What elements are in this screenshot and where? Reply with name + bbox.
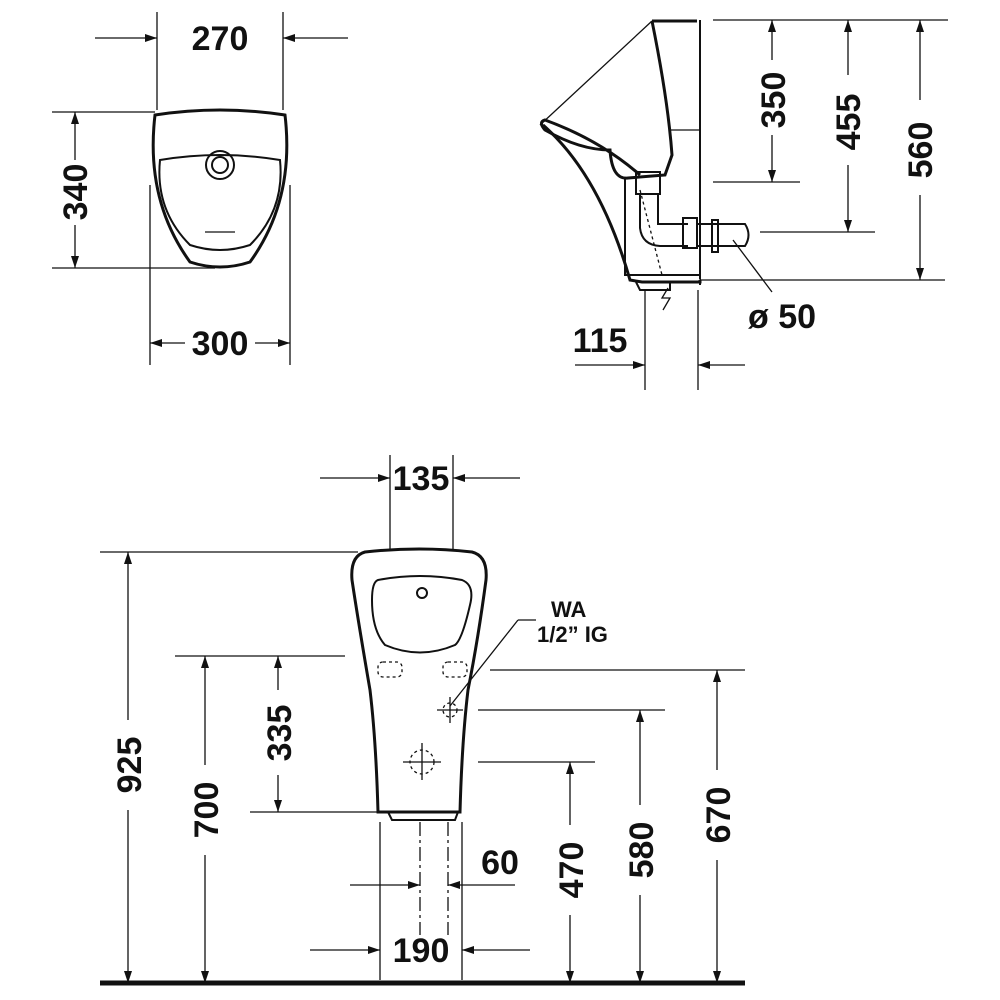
wa-size-label: 1/2” IG bbox=[537, 622, 608, 647]
leader-line bbox=[732, 239, 773, 293]
urinal-front-outline bbox=[350, 547, 488, 814]
urinal-side-outline bbox=[540, 19, 697, 180]
dim-115: 115 bbox=[573, 322, 628, 360]
side-view: 350 455 560 ø 50 115 bbox=[539, 19, 948, 390]
dim-335: 335 bbox=[261, 705, 299, 762]
leader-line bbox=[449, 619, 519, 707]
dim-190: 190 bbox=[393, 932, 450, 970]
dim-670: 670 bbox=[700, 787, 738, 844]
dim-455: 455 bbox=[830, 94, 868, 151]
dim-270: 270 bbox=[192, 20, 249, 58]
pipe-coupling bbox=[682, 217, 698, 249]
dim-700: 700 bbox=[188, 782, 226, 839]
pipe-ring bbox=[711, 219, 719, 253]
dim-300: 300 bbox=[192, 325, 249, 363]
foot-outline bbox=[624, 178, 700, 276]
dim-135: 135 bbox=[393, 460, 450, 498]
urinal-front-profile bbox=[542, 123, 702, 284]
fixing-point bbox=[377, 661, 403, 678]
break-symbol bbox=[660, 287, 672, 311]
base-plate bbox=[387, 811, 459, 821]
dim-580: 580 bbox=[623, 822, 661, 879]
outlet-circle bbox=[205, 150, 235, 180]
bowl-outline bbox=[370, 575, 473, 654]
dim-60: 60 bbox=[481, 844, 519, 882]
spray-nozzle bbox=[416, 587, 428, 599]
dim-diameter-50: ø 50 bbox=[748, 298, 816, 336]
front-view: WA 1/2” IG 135 925 700 335 670 580 470 6… bbox=[100, 455, 745, 986]
rim-line bbox=[539, 20, 653, 126]
trap-top bbox=[635, 171, 661, 195]
fixing-point bbox=[442, 661, 468, 678]
dim-560: 560 bbox=[902, 122, 940, 179]
hidden-line bbox=[639, 189, 663, 276]
top-view: 270 340 300 bbox=[52, 12, 348, 365]
outlet-pipe bbox=[697, 223, 750, 247]
dim-340: 340 bbox=[57, 164, 95, 221]
urinal-top-outline bbox=[151, 108, 289, 269]
dim-470: 470 bbox=[553, 842, 591, 899]
dim-350: 350 bbox=[755, 72, 793, 129]
outlet-inner bbox=[211, 156, 229, 174]
trap-bend bbox=[639, 194, 688, 247]
base-plate bbox=[635, 281, 671, 291]
wa-label: WA bbox=[551, 597, 587, 622]
dim-925: 925 bbox=[111, 737, 149, 794]
